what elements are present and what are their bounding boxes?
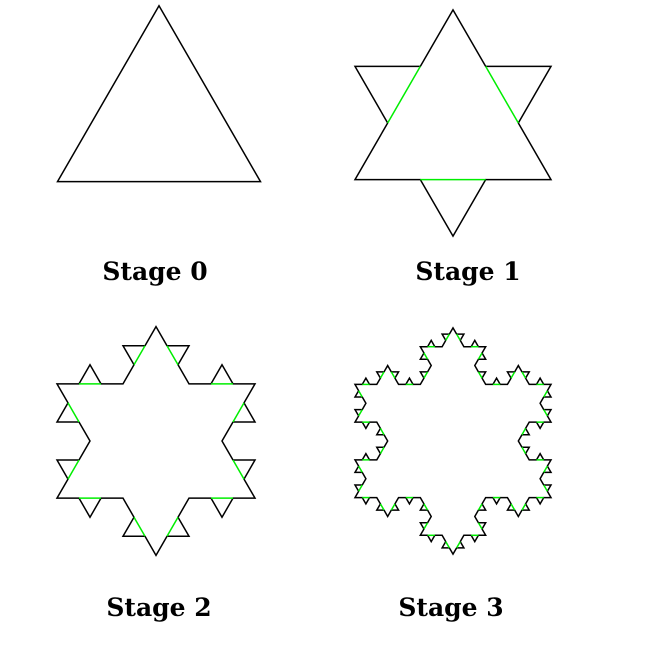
stage-3-removed-segment	[379, 428, 385, 436]
stage-3-removed-segment	[445, 333, 451, 341]
stage-3-removed-segment	[423, 371, 429, 379]
stage-2-removed-segment	[166, 516, 179, 537]
stage-3-fractal	[353, 326, 553, 556]
stage-2-removed-segment	[232, 402, 245, 423]
stage-2-removed-segment	[133, 345, 146, 366]
stage-3-removed-segment	[510, 371, 516, 379]
stage-3-outline	[353, 326, 553, 556]
stage-3-removed-segment	[477, 503, 483, 511]
stage-2-removed-segment	[232, 459, 245, 480]
stage-3-removed-segment	[379, 503, 385, 511]
stage-2-outline	[55, 325, 257, 557]
stage-3-removed-segment	[455, 333, 461, 341]
stage-3-removed-segment	[510, 503, 516, 511]
stage-3-removed-segment	[423, 352, 429, 360]
panel-stage-3: Stage 3	[353, 326, 553, 622]
stage-2-removed-segment	[166, 345, 179, 366]
stage-3-removed-segment	[521, 371, 527, 379]
stage-1-fractal	[353, 8, 553, 238]
stage-3-removed-segment	[423, 522, 429, 530]
stage-3-removed-segment	[445, 541, 451, 549]
stage-3-removed-segment	[357, 390, 363, 398]
stage-1-removed-segment	[485, 66, 519, 124]
stage-3-label: Stage 3	[398, 593, 503, 622]
stage-3-removed-segment	[379, 371, 385, 379]
stage-3-removed-segment	[379, 446, 385, 454]
stage-1-removed-segment	[387, 66, 421, 124]
stage-2-fractal	[55, 325, 257, 557]
stage-3-removed-segment	[543, 409, 549, 417]
stage-3-removed-segment	[543, 484, 549, 492]
stage-0-label: Stage 0	[102, 257, 207, 286]
panel-stage-2: Stage 2	[55, 325, 257, 622]
stage-3-removed-segment	[477, 352, 483, 360]
stage-2-removed-segment	[67, 402, 80, 423]
stage-1-outline	[353, 8, 553, 238]
stage-2-removed-segment	[67, 459, 80, 480]
stage-3-removed-segment	[543, 390, 549, 398]
panel-stage-0: Stage 0	[56, 4, 262, 286]
stage-3-removed-segment	[357, 484, 363, 492]
stage-3-removed-segment	[357, 409, 363, 417]
stage-3-removed-segment	[521, 428, 527, 436]
stage-1-label: Stage 1	[415, 257, 520, 286]
stage-3-removed-segment	[390, 371, 396, 379]
stage-3-removed-segment	[521, 446, 527, 454]
stage-3-removed-segment	[357, 465, 363, 473]
stage-3-removed-segment	[543, 465, 549, 473]
stage-3-removed-segment	[423, 503, 429, 511]
panel-stage-1: Stage 1	[353, 8, 553, 286]
stage-0-fractal	[56, 4, 262, 183]
stage-3-removed-segment	[455, 541, 461, 549]
stage-3-removed-segment	[521, 503, 527, 511]
stage-2-label: Stage 2	[106, 593, 211, 622]
stage-3-removed-segment	[477, 371, 483, 379]
stage-2-removed-segment	[133, 516, 146, 537]
stage-3-removed-segment	[390, 503, 396, 511]
stage-3-removed-segment	[477, 522, 483, 530]
stage-0-outline	[56, 4, 262, 183]
